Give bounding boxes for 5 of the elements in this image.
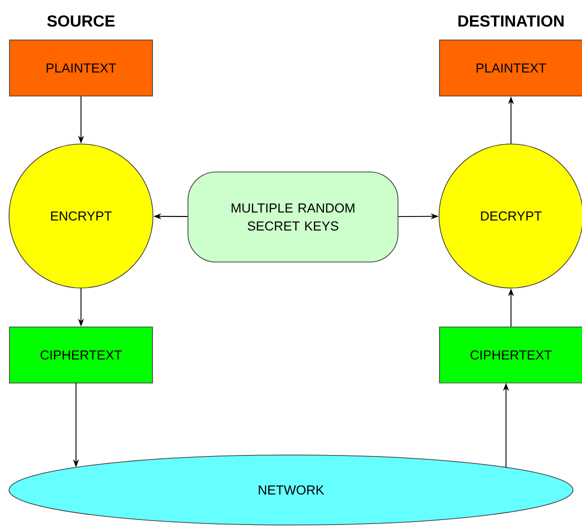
process-box: CIPHERTEXT <box>439 326 582 384</box>
process-box: PLAINTEXT <box>439 40 582 96</box>
process-box: PLAINTEXT <box>9 40 153 96</box>
process-box: CIPHERTEXT <box>9 326 153 384</box>
key-box: MULTIPLE RANDOM SECRET KEYS <box>188 172 398 262</box>
